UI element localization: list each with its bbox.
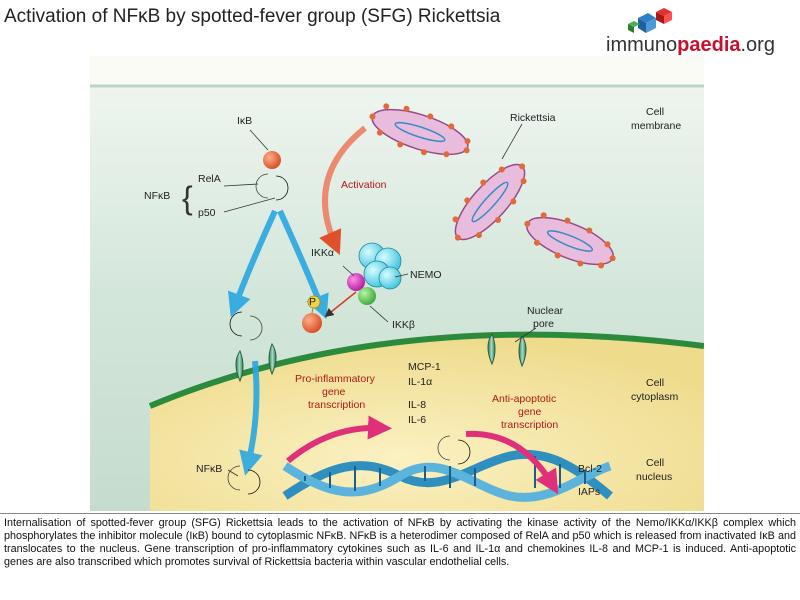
phosphorylated-ikb [302,295,322,333]
ikb-nfkb-complex [255,151,289,201]
nfkb-nucleus-label: NFκB [196,463,222,475]
nuclear-import-arrow [239,360,263,476]
activation-arrow [319,125,367,255]
activation-label: Activation [341,179,387,191]
antiapoptotic-transcription-arrow [465,430,559,495]
cell-nucleus-label-2: nucleus [636,471,672,483]
mcp1-label: MCP-1 [408,361,441,373]
phosphate-label: P [309,296,316,308]
nfkb-nucleus-leader [227,469,239,477]
antiapoptotic-label-3: transcription [501,419,558,431]
phosphorylation-arrow [324,291,357,318]
figure-caption: Internalisation of spotted-fever group (… [4,517,796,568]
dna-double-helix [282,450,613,502]
ikk-complex [347,242,402,305]
cell-nucleus-label-1: Cell [646,457,664,469]
bcl2-label: Bcl-2 [578,463,602,475]
logo-cubes-icon [628,8,672,33]
proinflammatory-label-3: transcription [308,399,365,411]
ikka-label: IKKα [311,247,334,259]
nuclear-pore-left [235,342,277,383]
proinflammatory-label-1: Pro-inflammatory [295,373,376,385]
p50-label: p50 [198,207,216,219]
cell-cytoplasm-label-2: cytoplasm [631,391,679,403]
caption-divider [0,513,800,514]
free-nfkb-dimer [229,311,263,341]
nemo-leader [394,273,409,278]
cell-cytoplasm-label-1: Cell [646,377,664,389]
nfkb-bound-dna-right [437,435,471,465]
nuclear-pore-label-2: pore [533,318,554,330]
rickettsia-label: Rickettsia [510,112,556,124]
rickettsia-bacterium-1 [369,103,471,158]
nuclear-pore-right [487,332,527,368]
ikb-label: IκB [237,115,252,127]
ikb-leader [249,129,269,151]
cell-membrane-label-1: Cell [646,106,664,118]
ikkb-label: IKKβ [392,319,415,331]
il8-label: IL-8 [408,399,426,411]
nfkb-brace: { [182,180,193,216]
nfkb-activation-diagram: IκB RelA NFκB { p50 Activation Rickettsi… [90,56,704,511]
iaps-label: IAPs [578,486,600,498]
rickettsia-bacterium-2 [452,163,527,241]
page-title: Activation of NFκB by spotted-fever grou… [4,6,501,27]
proinflammatory-label-2: gene [322,386,346,398]
immunopaedia-logo: immunopaedia.org [606,6,796,62]
rela-label: RelA [198,173,221,185]
antiapoptotic-label-1: Anti-apoptotic [492,393,556,405]
il6-label: IL-6 [408,414,426,426]
p50-leader [223,197,276,213]
proinflammatory-transcription-arrow [286,415,392,464]
nfkb-release-arrow [227,209,278,318]
ikkb-leader [369,305,389,323]
antiapoptotic-label-2: gene [518,406,542,418]
nuclear-pore-label-1: Nuclear [527,305,564,317]
ikka-leader [342,265,355,277]
rela-leader [223,183,259,187]
nuclear-envelope [148,331,704,409]
rickettsia-leader [501,123,523,160]
nfkb-label: NFκB [144,190,170,202]
logo-text: immunopaedia.org [606,34,775,56]
nemo-label: NEMO [410,269,442,281]
il1a-label: IL-1α [408,376,432,388]
rickettsia-bacterium-3 [524,212,616,269]
cell-membrane-label-2: membrane [631,120,681,132]
nuclear-pore-leader [514,327,537,343]
